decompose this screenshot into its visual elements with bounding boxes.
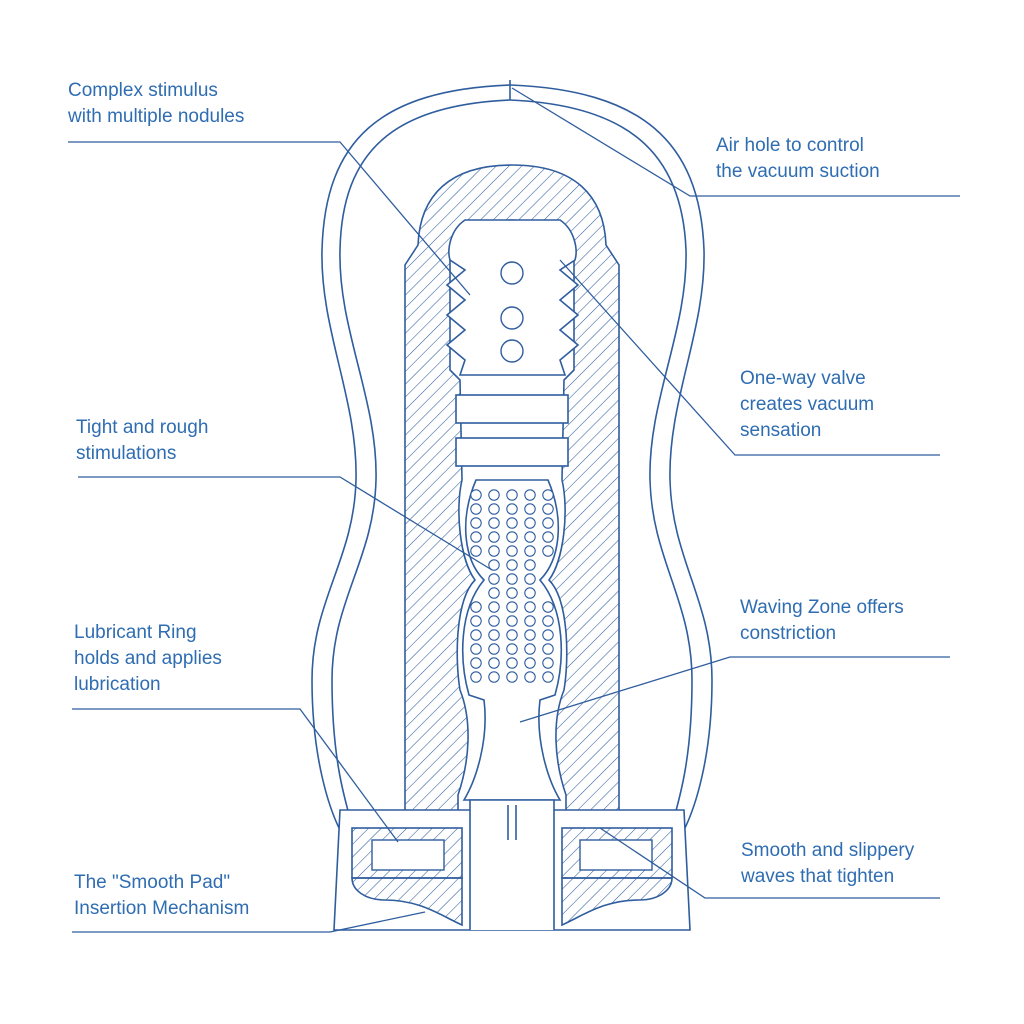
outer-shell-right: [509, 84, 713, 831]
nodule: [506, 615, 518, 627]
rib-2: [455, 437, 569, 467]
nodule: [488, 517, 500, 529]
smooth-pad-right: [561, 877, 673, 927]
callout-smooth-pad: The "Smooth Pad" Insertion Mechanism: [74, 872, 250, 919]
nodule: [470, 545, 482, 557]
nodule: [470, 671, 482, 683]
nodule: [542, 671, 554, 683]
nodule: [488, 643, 500, 655]
nodule: [488, 587, 500, 599]
callout-one-way-valve: One-way valve creates vacuum sensation: [740, 368, 875, 441]
nodule: [488, 573, 500, 585]
valve-chamber: [445, 219, 580, 376]
nodule: [506, 643, 518, 655]
nodule: [524, 629, 536, 641]
nodule: [488, 489, 500, 501]
nodule: [470, 531, 482, 543]
nodule: [542, 601, 554, 613]
nodule: [524, 517, 536, 529]
leader-lines: [68, 87, 960, 933]
inner-shell-right: [509, 99, 693, 826]
callout-smooth-waves: Smooth and slippery waves that tighten: [741, 840, 915, 887]
nodule: [506, 573, 518, 585]
nodule: [524, 489, 536, 501]
nodule: [542, 643, 554, 655]
nodule: [506, 489, 518, 501]
nodule: [488, 531, 500, 543]
callout-lubricant-ring: Lubricant Ring holds and applies lubrica…: [74, 622, 222, 695]
nodule: [488, 615, 500, 627]
nodule: [524, 503, 536, 515]
nodule: [524, 615, 536, 627]
nodule: [524, 573, 536, 585]
nodule: [470, 517, 482, 529]
nodule: [506, 601, 518, 613]
nodule: [488, 629, 500, 641]
nodule: [524, 587, 536, 599]
nodule: [470, 643, 482, 655]
nodule: [506, 545, 518, 557]
nodule: [488, 657, 500, 669]
nodule: [470, 503, 482, 515]
nodule: [524, 545, 536, 557]
nodule: [524, 643, 536, 655]
nodule: [542, 615, 554, 627]
nodule: [542, 629, 554, 641]
nodule: [524, 671, 536, 683]
nodule: [542, 489, 554, 501]
rib-1: [455, 394, 569, 424]
callout-tight-rough: Tight and rough stimulations: [76, 417, 209, 464]
nodule: [506, 531, 518, 543]
nodule: [488, 671, 500, 683]
nodule: [524, 657, 536, 669]
nodule: [524, 531, 536, 543]
nodule: [488, 559, 500, 571]
callout-air-hole: Air hole to control the vacuum suction: [716, 135, 880, 182]
callout-complex-stimulus: Complex stimulus with multiple nodules: [68, 80, 245, 127]
nodule: [488, 545, 500, 557]
smooth-pad-left: [351, 877, 463, 927]
nodule: [506, 587, 518, 599]
nodule: [506, 657, 518, 669]
nodule: [524, 559, 536, 571]
nodule: [542, 517, 554, 529]
nodule: [506, 517, 518, 529]
nodule: [470, 615, 482, 627]
nodule: [542, 545, 554, 557]
nodule: [506, 671, 518, 683]
nodule: [542, 503, 554, 515]
nodule: [470, 629, 482, 641]
nodule: [542, 657, 554, 669]
nodule: [488, 503, 500, 515]
nodule: [470, 489, 482, 501]
nodule: [506, 559, 518, 571]
nodule: [506, 629, 518, 641]
nodule: [488, 601, 500, 613]
nodule: [470, 657, 482, 669]
nodule: [506, 503, 518, 515]
nodule: [524, 601, 536, 613]
nodule: [542, 531, 554, 543]
outer-shell: [311, 84, 511, 831]
callout-waving-zone: Waving Zone offers constriction: [740, 597, 904, 644]
nodule: [470, 601, 482, 613]
insertion-opening: [469, 799, 555, 930]
inner-shell: [331, 99, 511, 826]
